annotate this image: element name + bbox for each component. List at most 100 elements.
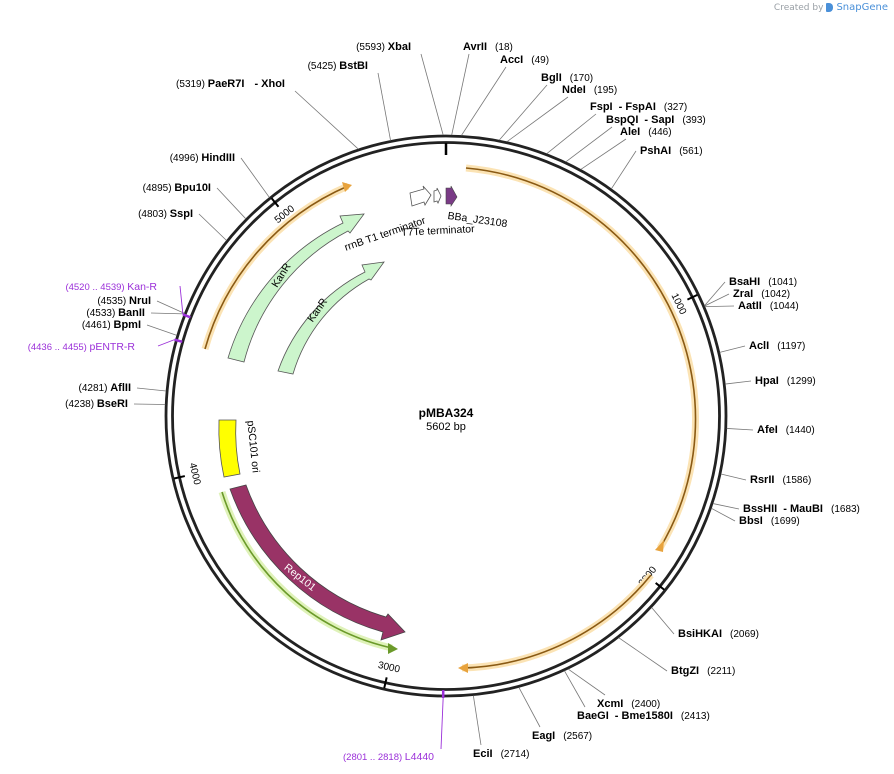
enzyme-site[interactable]: (5319) PaeR7I - XhoI (176, 78, 285, 90)
enzyme-site[interactable]: HpaI(1299) (755, 375, 816, 387)
enzyme-name-secondary: - XhoI (254, 78, 285, 90)
enzyme-position: (1440) (786, 425, 815, 436)
enzyme-site[interactable]: AfeI (1440) (757, 424, 815, 436)
tick-mark (655, 582, 665, 591)
enzyme-site[interactable]: BbsI (1699) (739, 515, 800, 527)
enzyme-leader-line (564, 670, 586, 708)
enzyme-site[interactable]: BspQI- SapI(393) (606, 114, 706, 126)
enzyme-site[interactable]: AleI(446) (620, 126, 672, 138)
psc101-ori-feature (218, 419, 241, 478)
enzyme-leader-line (719, 345, 746, 353)
enzyme-site[interactable]: (4281) AflII (79, 382, 131, 394)
kanr-feature-inner (277, 261, 385, 375)
primer-name: pENTR-R (89, 341, 135, 353)
enzyme-site[interactable]: BssHII- MauBI(1683) (743, 503, 860, 515)
enzyme-site[interactable]: BsaHI(1041) (729, 276, 797, 288)
enzyme-site[interactable]: AvrII(18) (463, 41, 513, 53)
enzyme-position: (4281) (79, 383, 111, 394)
bba-j23108-promoter-arrow (445, 185, 458, 207)
enzyme-name: BglI (541, 72, 562, 84)
enzyme-site[interactable]: AclI (1197) (749, 340, 805, 352)
enzyme-site[interactable]: RsrII (1586) (750, 474, 811, 486)
primer-site[interactable]: (4436 .. 4455) pENTR-R (28, 341, 136, 353)
enzyme-site[interactable]: PshAI(561) (640, 145, 703, 157)
enzyme-position: (1299) (787, 376, 816, 387)
plasmid-length: 5602 bp (426, 421, 466, 433)
enzyme-site[interactable]: (4803) SspI (138, 208, 193, 220)
enzyme-name: FspI (590, 101, 613, 113)
primer-name: L4440 (405, 751, 434, 763)
enzyme-position: (446) (648, 127, 671, 138)
enzyme-name: HindIII (201, 152, 235, 164)
primer-mark (174, 338, 183, 344)
enzyme-site[interactable]: (4238) BseRI (65, 398, 128, 410)
enzyme-leader-line (156, 300, 185, 314)
enzyme-name: BsiHKAI (678, 628, 722, 640)
tick-label: 3000 (377, 660, 402, 676)
enzyme-name: BbsI (739, 515, 763, 527)
enzyme-name: ZraI (733, 288, 753, 300)
enzyme-site[interactable]: BaeGI- Bme1580I(2413) (577, 710, 710, 722)
enzyme-name: PaeR7I (208, 78, 245, 90)
enzyme-site[interactable]: BsiHKAI(2069) (678, 628, 759, 640)
enzyme-site[interactable]: (5425) BstBI (308, 60, 368, 72)
enzyme-site[interactable]: BtgZI(2211) (671, 665, 735, 677)
primer-site[interactable]: (2801 .. 2818) L4440 (343, 751, 434, 763)
enzyme-site[interactable]: (4895) Bpu10I (143, 182, 211, 194)
enzyme-position: (2400) (631, 699, 660, 710)
enzyme-name-secondary: - FspAI (619, 101, 656, 113)
primer-leader-line (157, 339, 175, 347)
enzyme-name: EagI (532, 730, 555, 742)
enzyme-name: AflII (110, 382, 131, 394)
enzyme-name: RsrII (750, 474, 774, 486)
enzyme-position: (1586) (782, 475, 811, 486)
primer-name: Kan-R (127, 281, 157, 293)
tick-mark (383, 677, 388, 689)
enzyme-site[interactable]: (4533) BanII (86, 307, 145, 319)
enzyme-site[interactable]: ZraI(1042) (733, 288, 790, 300)
enzyme-name: Bpu10I (174, 182, 211, 194)
enzyme-site[interactable]: (4996) HindIII (170, 152, 235, 164)
enzyme-position: (5319) (176, 79, 208, 90)
enzyme-site[interactable]: FspI- FspAI(327) (590, 101, 687, 113)
enzyme-leader-line (565, 126, 613, 163)
enzyme-site[interactable]: XcmI (2400) (597, 698, 660, 710)
enzyme-site[interactable]: BglI(170) (541, 72, 593, 84)
rrnb-t1-terminator-arrow (409, 185, 432, 207)
enzyme-site[interactable]: EagI(2567) (532, 730, 592, 742)
enzyme-site[interactable]: AatII(1044) (738, 300, 799, 312)
enzyme-name: AclI (749, 340, 769, 352)
enzyme-position: (5425) (308, 61, 340, 72)
tick-mark (686, 293, 698, 301)
psc101-ori-label: pSC101 ori (244, 420, 261, 473)
enzyme-site[interactable]: (5593) XbaI (356, 41, 411, 53)
enzyme-position: (1683) (831, 504, 860, 515)
enzyme-name: XcmI (597, 698, 623, 710)
snapgene-logo-icon (826, 3, 834, 12)
enzyme-position: (1197) (777, 341, 805, 352)
ori-strand-arc-head (388, 643, 398, 654)
orf-arc-bottom-line (461, 574, 652, 669)
enzyme-site[interactable]: EciI(2714) (473, 748, 529, 760)
primer-site[interactable]: (4520 .. 4539) Kan-R (65, 281, 157, 293)
orf-arcs (201, 164, 699, 673)
enzyme-position: (4996) (170, 153, 202, 164)
enzyme-name: BpmI (114, 319, 142, 331)
enzyme-position: (1699) (771, 516, 800, 527)
enzyme-name-secondary: - MauBI (783, 503, 823, 515)
enzyme-position: (4535) (97, 296, 129, 307)
enzyme-name: AvrII (463, 41, 487, 53)
enzyme-name: AfeI (757, 424, 778, 436)
enzyme-leader-line (726, 428, 754, 431)
enzyme-site[interactable]: (4461) BpmI (82, 319, 141, 331)
enzyme-leader-line (712, 503, 740, 510)
enzyme-name: PshAI (640, 145, 671, 157)
enzyme-leader-line (420, 53, 444, 136)
enzyme-site[interactable]: NdeI(195) (562, 84, 617, 96)
enzyme-site[interactable]: (4535) NruI (97, 295, 151, 307)
enzyme-site[interactable]: AccI(49) (500, 54, 549, 66)
enzyme-leader-line (150, 312, 185, 315)
enzyme-name-secondary: - SapI (644, 114, 674, 126)
enzyme-leader-line (146, 324, 177, 336)
